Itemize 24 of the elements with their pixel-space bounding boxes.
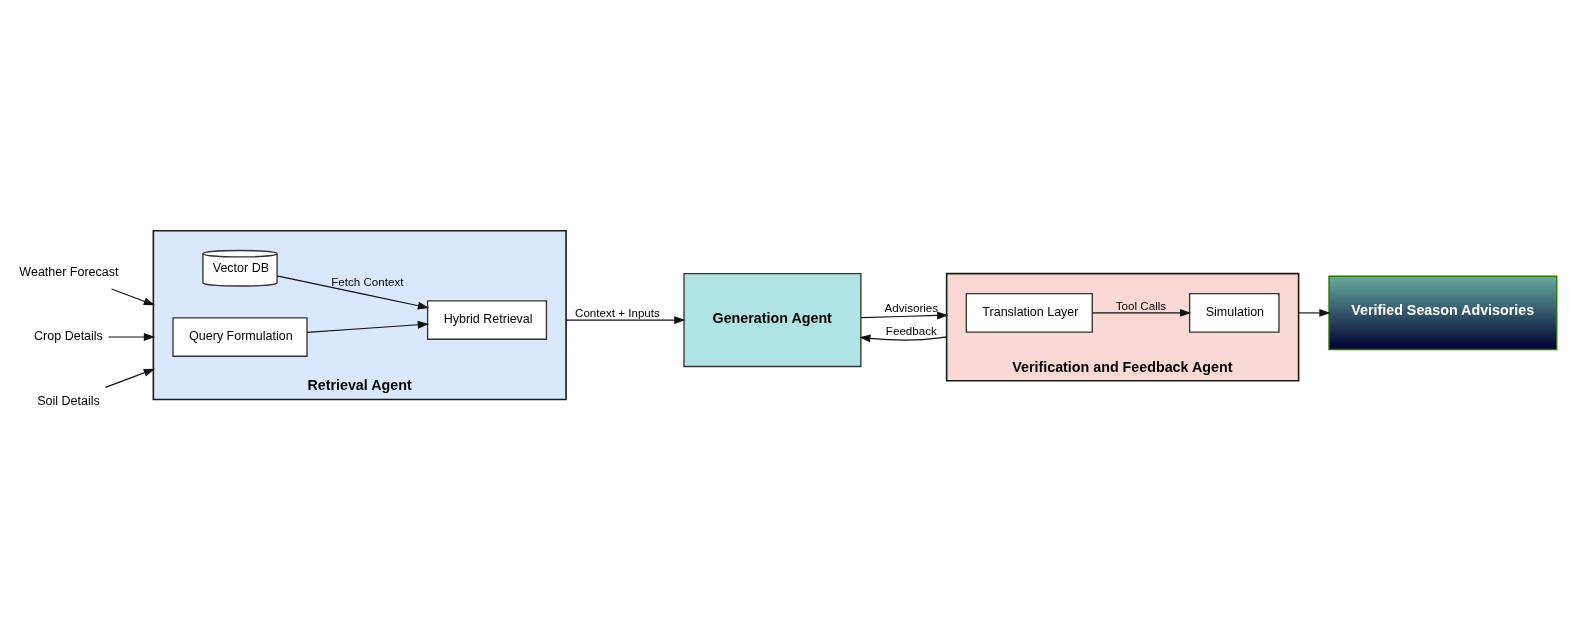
arrow xyxy=(1091,308,1192,317)
arrow xyxy=(104,368,155,388)
edge-label: Feedback xyxy=(885,323,937,337)
node-box: Generation Agent xyxy=(683,272,862,368)
edge-label: Tool Calls xyxy=(1115,298,1167,312)
node-box: Translation Layer xyxy=(965,293,1093,333)
node-box: Verified Season Advisories xyxy=(1328,275,1558,351)
arrow xyxy=(859,334,948,343)
edge-label: Context + Inputs xyxy=(575,305,660,319)
arrow xyxy=(306,320,429,333)
node-box: Hybrid Retrieval xyxy=(426,300,548,340)
edge-label: Advisories xyxy=(884,301,939,315)
arrow xyxy=(107,333,156,341)
node-box: Simulation xyxy=(1188,293,1280,333)
arrow xyxy=(276,275,430,310)
edge-label: Fetch Context xyxy=(331,274,404,288)
arrow xyxy=(110,288,155,306)
arrow xyxy=(1298,308,1331,317)
node-text: Weather Forecast xyxy=(19,265,119,280)
node-box: Query Formulation xyxy=(172,317,308,357)
node-text: Soil Details xyxy=(37,393,100,408)
node-text: Crop Details xyxy=(34,329,103,344)
arrow xyxy=(860,311,949,320)
arrow xyxy=(565,316,686,324)
